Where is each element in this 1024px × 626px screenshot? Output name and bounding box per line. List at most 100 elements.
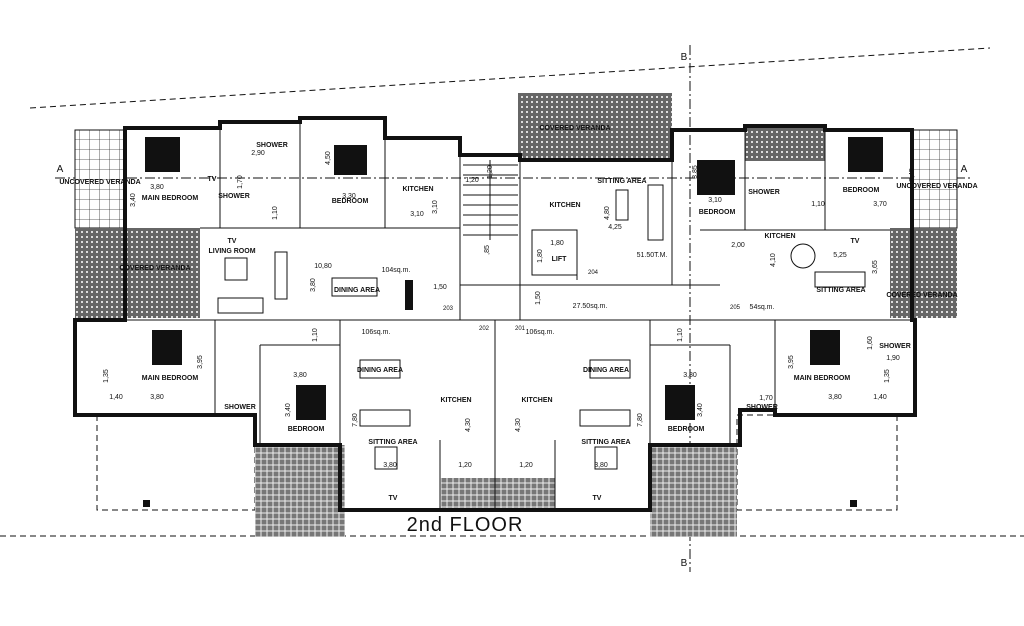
dimension: 10,80: [314, 263, 332, 270]
dimension: 3,80: [150, 394, 164, 401]
dimension: 1,10: [312, 328, 319, 342]
dimension: 7,80: [637, 413, 644, 427]
uncovered-veranda-left: [74, 129, 126, 229]
dimension: 3,95: [788, 355, 795, 369]
covered-veranda-left: [75, 228, 200, 318]
dimension: 1,20: [458, 462, 472, 469]
patio-left: [255, 445, 345, 537]
dimension: 7,80: [352, 413, 359, 427]
service-area: [745, 126, 825, 161]
dimension: 4,25: [608, 224, 622, 231]
lift-shaft: [531, 229, 578, 276]
roof-outline-left: [96, 414, 256, 511]
area-label: 51.50T.M.: [637, 252, 668, 259]
room-label: SHOWER: [879, 343, 911, 350]
area-label: 104sq.m.: [382, 267, 411, 274]
dimension: 1,20: [519, 462, 533, 469]
dimension: 3,10: [432, 200, 439, 214]
room-label: DINING AREA: [583, 367, 629, 374]
dimension: 3,10: [708, 197, 722, 204]
room-label: KITCHEN: [402, 186, 433, 193]
room-label: MAIN BEDROOM: [142, 375, 199, 382]
section-mark-a-right: A: [961, 164, 968, 175]
dimension: 1,40: [873, 394, 887, 401]
area-label: 106sq.m.: [362, 329, 391, 336]
dimension: ,85: [484, 245, 491, 255]
dimension: 1,80: [537, 249, 544, 263]
room-label: TV: [208, 176, 217, 183]
dimension: 1,10: [811, 201, 825, 208]
dimension: 3,80: [310, 278, 317, 292]
room-label: BEDROOM: [668, 426, 705, 433]
room-label: UNCOVERED VERANDA: [59, 179, 140, 186]
room-label: SHOWER: [224, 404, 256, 411]
area-label: 54sq.m.: [750, 304, 775, 311]
dimension: 3,80: [683, 372, 697, 379]
room-label: TV: [228, 238, 237, 245]
room-label: DINING AREA: [357, 367, 403, 374]
room-label: KITCHEN: [521, 397, 552, 404]
door-tag: 202: [479, 326, 490, 332]
furniture-outline: [217, 184, 866, 470]
staircase: [463, 160, 518, 240]
dimension: 1,40: [109, 394, 123, 401]
room-label: DINING AREA: [334, 287, 380, 294]
room-label: TV: [389, 495, 398, 502]
dimension: 4,10: [770, 253, 777, 267]
dimension: 1,20: [487, 165, 494, 179]
dimension: 1,10: [677, 328, 684, 342]
dimension: 1,10: [272, 206, 279, 220]
dimension: 2,00: [731, 242, 745, 249]
interior-walls: [75, 118, 915, 510]
dimension: 1,70: [237, 175, 244, 189]
dimension: 3,30: [342, 193, 356, 200]
room-label: TV: [851, 238, 860, 245]
door-tag: 201: [515, 326, 526, 332]
room-label: SHOWER: [746, 404, 778, 411]
furniture: [145, 137, 883, 420]
dimension: 1,60: [867, 336, 874, 350]
dimension: 3,40: [130, 193, 137, 207]
room-label: COVERED VERANDA: [886, 292, 957, 299]
area-label: 106sq.m.: [526, 329, 555, 336]
room-label: BEDROOM: [288, 426, 325, 433]
room-label: UNCOVERED VERANDA: [896, 183, 977, 190]
room-labels: UNCOVERED VERANDA MAIN BEDROOM BEDROOM K…: [59, 125, 977, 502]
room-label: SHOWER: [218, 193, 250, 200]
room-label: MAIN BEDROOM: [142, 195, 199, 202]
door-tag: 205: [730, 305, 741, 311]
room-label: SITTING AREA: [816, 287, 865, 294]
kitchen-counters: [440, 478, 555, 508]
room-label: COVERED VERANDA: [539, 125, 610, 132]
dimension: 4,30: [465, 418, 472, 432]
covered-veranda-right: [890, 228, 957, 318]
dimension-labels: 3,80 3,40 2,90 1,70 1,10 4,50 3,30 3,10 …: [103, 150, 916, 469]
dimension: 2,90: [251, 150, 265, 157]
section-mark-b-bottom: B: [681, 558, 688, 569]
patio-right: [650, 445, 737, 537]
room-label: BEDROOM: [699, 209, 736, 216]
room-label: SHOWER: [748, 189, 780, 196]
door-tag: 204: [588, 270, 599, 276]
room-label: KITCHEN: [764, 233, 795, 240]
dimension: 3,80: [150, 184, 164, 191]
room-label: COVERED VERANDA: [119, 265, 190, 272]
room-label: SITTING AREA: [597, 178, 646, 185]
room-label: KITCHEN: [549, 202, 580, 209]
property-line-top: [29, 47, 991, 109]
dimension: 1,35: [884, 369, 891, 383]
dimension: 3,80: [828, 394, 842, 401]
dimension: 3,40: [697, 403, 704, 417]
dimension: 3,40: [285, 403, 292, 417]
dimension: 3,80: [383, 462, 397, 469]
floor-title: 2nd FLOOR: [407, 514, 524, 536]
dimension: 1,35: [103, 369, 110, 383]
area-label: 27.50sq.m.: [573, 303, 608, 310]
room-label: BEDROOM: [843, 187, 880, 194]
room-label: TV: [593, 495, 602, 502]
room-label: SITTING AREA: [368, 439, 417, 446]
section-mark-a-left: A: [57, 164, 64, 175]
room-label: BEDROOM: [332, 198, 369, 205]
column-marker: [143, 500, 150, 507]
